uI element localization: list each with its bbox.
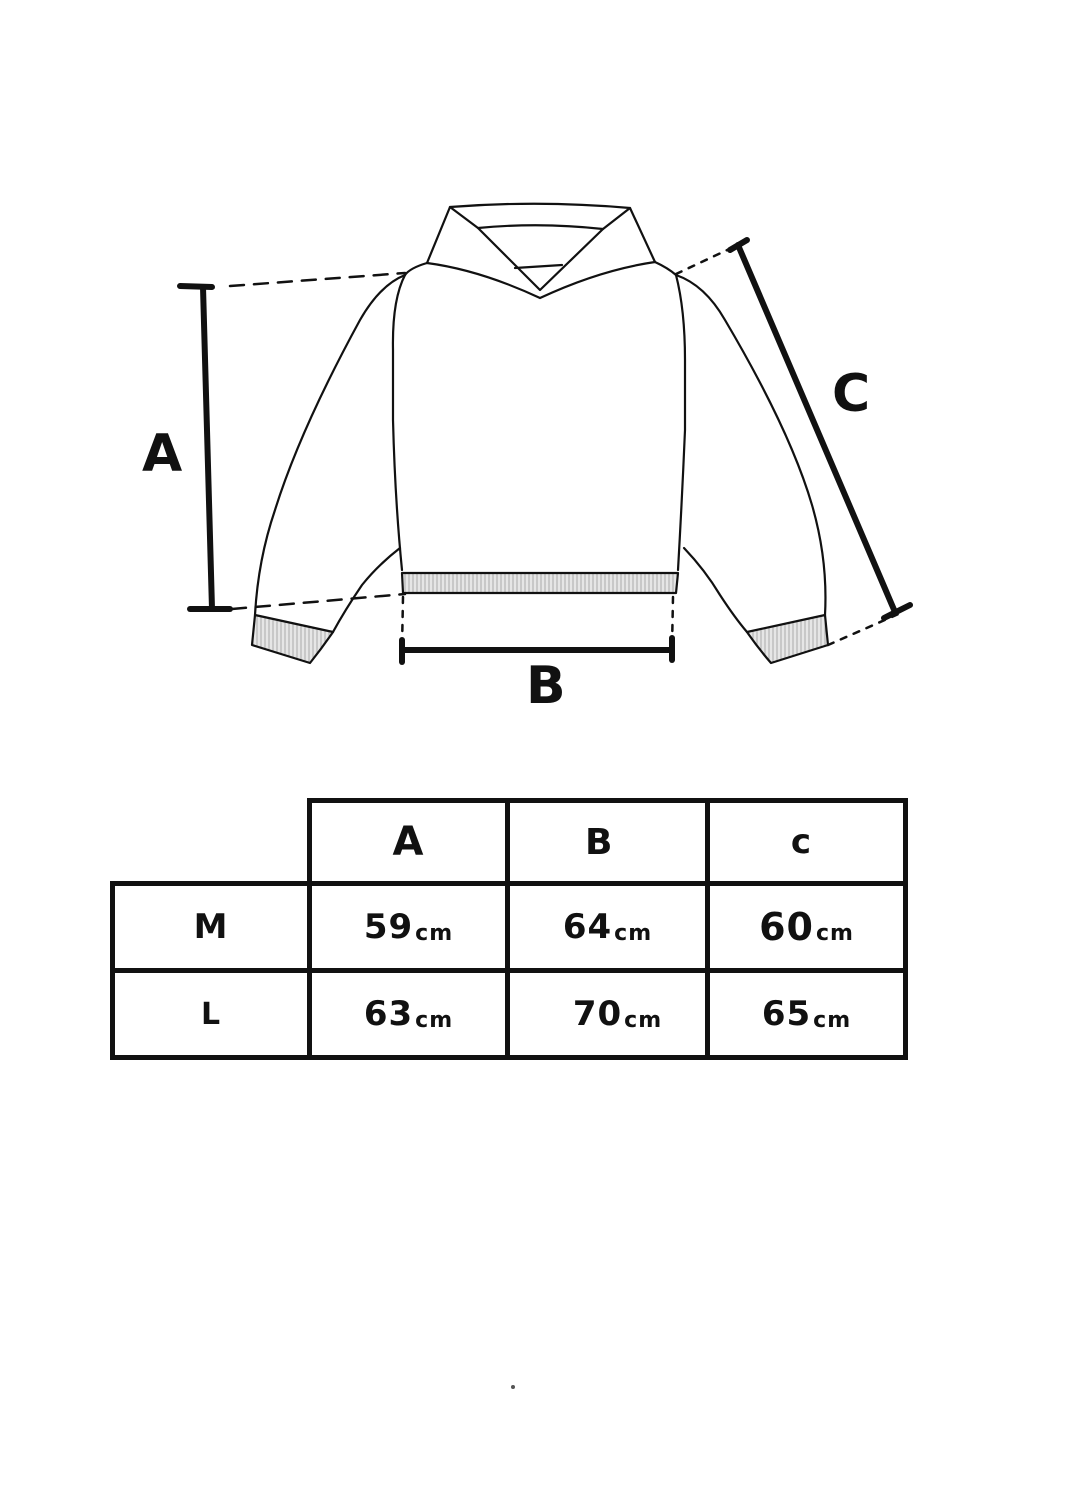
dimension-c-cap-bottom — [881, 602, 913, 621]
dimension-b-label: B — [526, 656, 566, 716]
table-divider-col-3 — [705, 800, 710, 1058]
hoodie-outline — [253, 202, 827, 634]
hood-collar-band — [425, 260, 657, 300]
header-cell-c: C — [790, 822, 813, 862]
measurement-bars — [177, 237, 913, 665]
table-border-left — [110, 883, 115, 1060]
header-cell-b: B — [585, 821, 614, 863]
cuff-right — [745, 613, 830, 665]
table-divider-col-2 — [505, 800, 510, 1060]
unit-m-c: cm — [815, 921, 854, 946]
dimension-c-line — [735, 242, 898, 615]
value-m-c: 60 — [759, 905, 814, 949]
sleeve-left-inner — [331, 546, 402, 634]
unit-l-a: cm — [415, 1008, 454, 1033]
table-border-right — [903, 798, 908, 1060]
hood-front — [476, 226, 605, 292]
hoodie-diagram — [177, 202, 913, 665]
guide-c-bottom — [826, 610, 905, 647]
hood-neck-line — [513, 263, 564, 270]
dimension-a-label: A — [142, 424, 183, 484]
shoulder-left — [403, 261, 429, 277]
waistband-rib — [400, 571, 680, 595]
body-left-side — [391, 273, 407, 572]
unit-l-b: cm — [624, 1008, 663, 1033]
shoulder-right — [653, 260, 678, 277]
hood-inner — [448, 205, 632, 231]
body-right-side — [674, 273, 687, 572]
value-m-b: 64 — [562, 907, 613, 947]
table-border-top — [307, 798, 908, 803]
header-cell-a: A — [392, 819, 425, 865]
dimension-c-label: C — [832, 364, 871, 424]
value-l-b: 70 — [572, 994, 623, 1034]
stray-dot — [511, 1385, 515, 1389]
value-l-a: 63 — [363, 994, 414, 1034]
unit-m-a: cm — [415, 921, 454, 946]
hood-back — [425, 202, 657, 265]
dimension-a-line — [200, 284, 215, 612]
dimension-a-cap-top — [177, 283, 215, 290]
value-l-c: 65 — [761, 994, 812, 1034]
value-m-a: 59 — [363, 907, 414, 947]
size-label-m: M — [193, 907, 229, 947]
guide-a-top — [228, 271, 407, 288]
guide-a-bottom — [230, 592, 407, 611]
dimension-c-cap-top — [727, 237, 750, 253]
unit-l-c: cm — [813, 1008, 852, 1033]
sleeve-left-outer — [253, 273, 407, 617]
sleeve-right-inner — [682, 546, 749, 634]
unit-m-b: cm — [614, 921, 653, 946]
table-divider-row — [112, 968, 908, 973]
cuff-left — [250, 613, 335, 665]
size-label-l: L — [200, 996, 222, 1032]
table-divider-col-1 — [307, 798, 312, 1060]
sleeve-right-outer — [674, 273, 827, 617]
